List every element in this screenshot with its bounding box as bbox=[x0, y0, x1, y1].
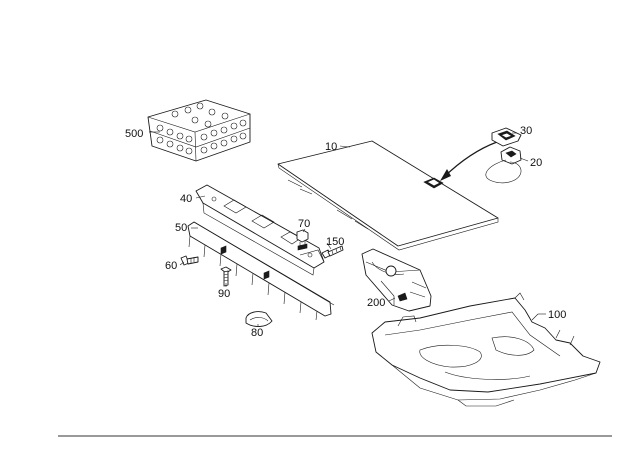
callout-50: 50 bbox=[175, 222, 187, 234]
callout-40: 40 bbox=[180, 193, 192, 205]
part-150-screw[interactable] bbox=[321, 245, 344, 259]
leader-lines bbox=[149, 131, 546, 327]
part-70-clip[interactable] bbox=[296, 229, 309, 251]
assembly-arrow bbox=[440, 141, 498, 181]
part-500-storage-crate[interactable] bbox=[147, 99, 251, 162]
part-20-pull-loop[interactable] bbox=[485, 146, 522, 184]
callout-500: 500 bbox=[125, 128, 143, 140]
part-10-load-floor-panel[interactable] bbox=[277, 140, 499, 251]
callout-labels: 500 10 30 20 40 50 70 150 60 90 200 100 … bbox=[125, 125, 566, 339]
part-60-screw[interactable] bbox=[180, 255, 199, 266]
callout-20: 20 bbox=[530, 157, 542, 169]
callout-10: 10 bbox=[325, 141, 337, 153]
part-200-bracket[interactable] bbox=[361, 248, 432, 312]
callout-100: 100 bbox=[548, 309, 566, 321]
part-90-bolt[interactable] bbox=[220, 266, 232, 287]
callout-150: 150 bbox=[326, 236, 344, 248]
part-30-handle[interactable] bbox=[491, 127, 522, 147]
callout-60: 60 bbox=[165, 260, 177, 272]
callout-200: 200 bbox=[367, 297, 385, 309]
part-50-lower-rail[interactable] bbox=[187, 221, 335, 321]
callout-80: 80 bbox=[251, 327, 263, 339]
callout-70: 70 bbox=[298, 218, 310, 230]
part-100-trunk-floor[interactable] bbox=[371, 292, 601, 407]
part-80-cover-cap[interactable] bbox=[245, 311, 273, 327]
callout-30: 30 bbox=[520, 125, 532, 137]
callout-90: 90 bbox=[218, 288, 230, 300]
